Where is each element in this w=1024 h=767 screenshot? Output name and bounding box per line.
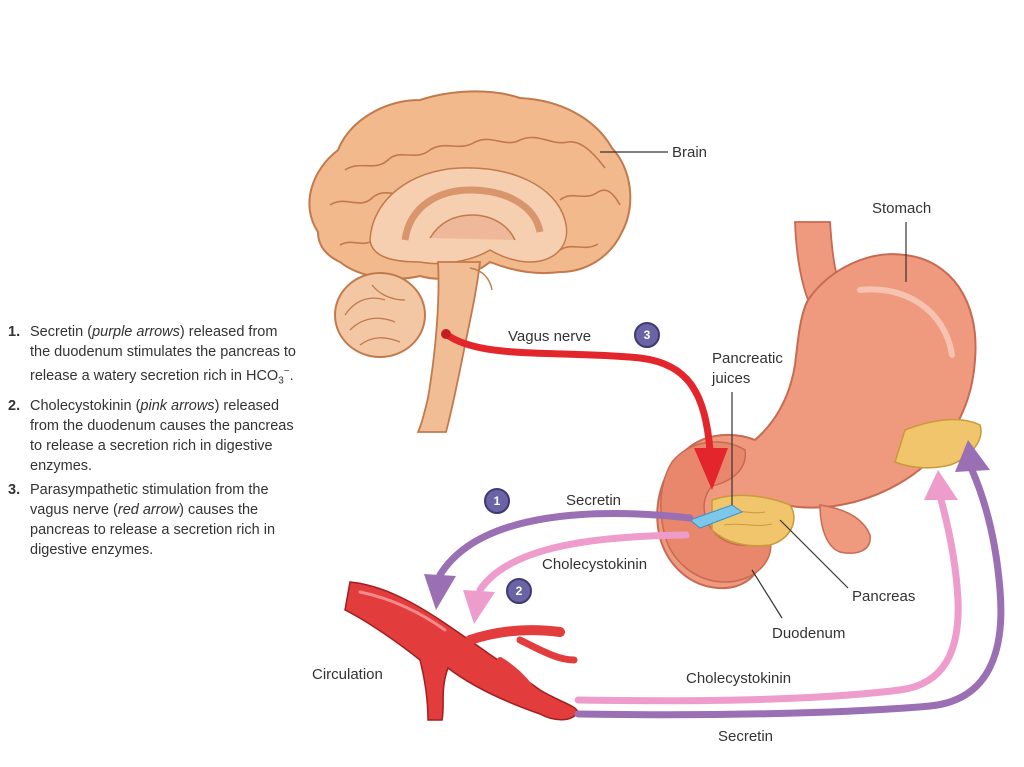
cck-arrowhead-down: [463, 590, 495, 624]
badge-1: 1: [484, 488, 510, 514]
step-3-emphasis: red arrow: [117, 501, 180, 518]
step-list: 1. Secretin (purple arrows) released fro…: [8, 322, 300, 564]
artery-illustration: [344, 581, 579, 721]
step-2-number: 2.: [8, 397, 21, 414]
step-1-tail: .: [289, 367, 294, 384]
step-1-emphasis: purple arrows: [92, 324, 180, 340]
step-1-text-b: ) released from the duodenum stimulates …: [30, 324, 296, 384]
label-pancreatic-juices-line2: juices: [712, 370, 751, 387]
cck-arrow-to-circulation: [476, 531, 690, 594]
duodenum-leader-line: [751, 569, 783, 619]
label-vagus-nerve: Vagus nerve: [508, 328, 592, 345]
step-1-superscript: −: [283, 366, 290, 377]
step-3-text-b: ) causes the pancreas to release a secre…: [30, 501, 276, 558]
badge-2: 2: [506, 578, 532, 604]
secretin-arrow-to-circulation: [436, 510, 694, 579]
label-cholecystokinin-top: Cholecystokinin: [542, 556, 648, 573]
step-3-text-a: Parasympathetic stimulation from the vag…: [30, 481, 269, 518]
secretin-arrowhead-down: [424, 574, 456, 610]
label-secretin-top: Secretin: [566, 492, 622, 509]
step-1-subscript: 3: [278, 375, 284, 387]
step-2-text-a: Cholecystokinin (: [30, 397, 141, 414]
cck-arrowhead-up: [924, 470, 958, 500]
badge-3: 3: [634, 322, 660, 348]
brain-illustration: [308, 90, 632, 433]
label-pancreas: Pancreas: [852, 588, 916, 605]
step-3-number: 3.: [8, 481, 21, 498]
step-3: 3. Parasympathetic stimulation from the …: [8, 480, 300, 560]
step-1-text-a: Secretin (: [30, 324, 93, 340]
vagus-nerve-arrow: [441, 329, 728, 490]
label-circulation: Circulation: [312, 666, 383, 683]
secretin-arrow-to-pancreas: [574, 466, 1005, 719]
cck-arrow-to-pancreas: [574, 492, 962, 705]
label-stomach: Stomach: [872, 200, 932, 217]
step-2-text-b: ) released from the duodenum causes the …: [30, 397, 294, 474]
step-2-emphasis: pink arrows: [140, 397, 215, 414]
secretin-arrowhead-up: [955, 440, 990, 472]
step-1: 1. Secretin (purple arrows) released fro…: [8, 322, 300, 392]
label-duodenum: Duodenum: [772, 625, 846, 642]
label-pancreatic-juices-line1: Pancreatic: [712, 350, 783, 367]
label-secretin-bottom: Secretin: [718, 728, 774, 745]
label-cholecystokinin-bottom: Cholecystokinin: [686, 670, 792, 687]
pancreas-leader-line: [779, 519, 849, 589]
step-2: 2. Cholecystokinin (pink arrows) release…: [8, 396, 300, 476]
step-1-number: 1.: [8, 324, 21, 340]
stomach-illustration: [656, 221, 982, 590]
label-brain: Brain: [672, 144, 708, 161]
